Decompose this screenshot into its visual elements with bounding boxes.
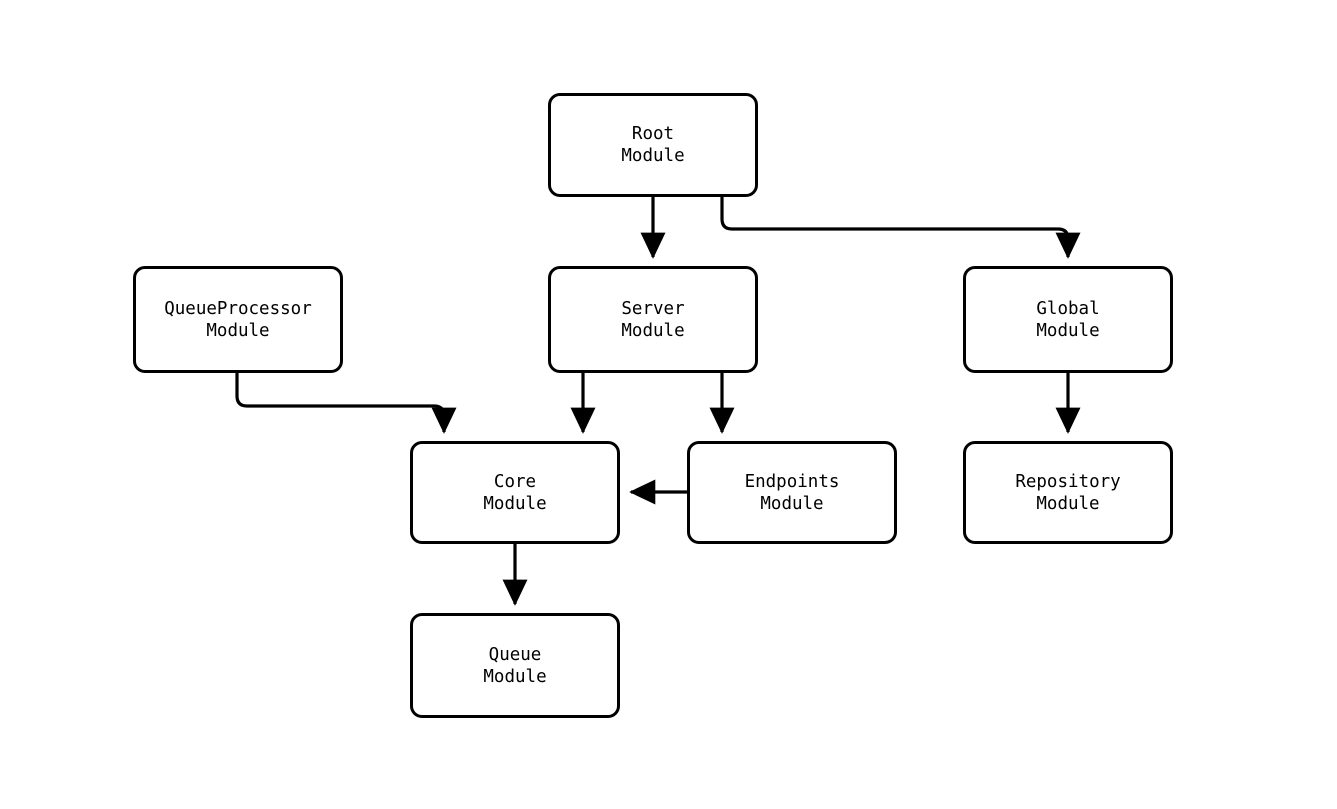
node-server-label: Server Module xyxy=(621,298,685,341)
node-endpoints-label: Endpoints Module xyxy=(744,471,840,514)
node-root[interactable]: Root Module xyxy=(548,93,758,197)
node-queue[interactable]: Queue Module xyxy=(410,613,620,718)
node-queueprocessor[interactable]: QueueProcessor Module xyxy=(133,266,343,373)
node-global[interactable]: Global Module xyxy=(963,266,1173,373)
node-queueprocessor-label: QueueProcessor Module xyxy=(164,298,312,341)
edge-queueprocessor-to-core xyxy=(235,373,457,434)
node-core[interactable]: Core Module xyxy=(410,441,620,544)
node-global-label: Global Module xyxy=(1036,298,1100,341)
node-server[interactable]: Server Module xyxy=(548,266,758,373)
edge-root-to-global xyxy=(720,197,1081,259)
node-endpoints[interactable]: Endpoints Module xyxy=(687,441,897,544)
node-root-label: Root Module xyxy=(621,124,685,166)
node-repository[interactable]: Repository Module xyxy=(963,441,1173,544)
node-core-label: Core Module xyxy=(483,471,547,514)
node-repository-label: Repository Module xyxy=(1015,471,1121,514)
node-queue-label: Queue Module xyxy=(483,644,547,687)
